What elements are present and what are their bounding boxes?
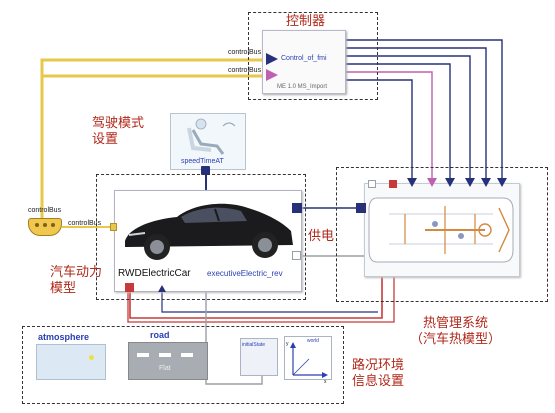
world-title: world: [307, 338, 319, 344]
controller-group: [248, 12, 378, 100]
initial-state-label: initialState: [242, 342, 266, 348]
vehicle-group: [96, 174, 306, 300]
thermal-port-4[interactable]: [465, 178, 475, 187]
controller-input-port-1[interactable]: [266, 53, 278, 65]
thermal-port-1[interactable]: [407, 178, 417, 187]
signal-line-1: [344, 39, 503, 182]
vehicle-port-navy[interactable]: [292, 203, 302, 213]
bus-connector[interactable]: [28, 218, 62, 236]
signal-line-3: [344, 55, 471, 182]
world-block[interactable]: world y x: [284, 336, 332, 385]
vehicle-variant-label: executiveElectric_rev: [207, 269, 283, 278]
atmosphere-title: atmosphere: [38, 332, 90, 342]
thermal-block[interactable]: [364, 183, 520, 277]
controller-label: 控制器: [286, 14, 326, 29]
control-bus-label-1: controlBus: [228, 49, 262, 56]
grey-wire-bottom: [205, 290, 263, 385]
atmosphere-block[interactable]: [36, 344, 106, 380]
vehicle-name-label: RWDElectricCar: [118, 268, 191, 279]
vehicle-port-navy-bottom[interactable]: [158, 285, 166, 292]
control-bus-wire: [40, 58, 262, 218]
driver-output-port[interactable]: [201, 166, 210, 175]
road-env-group: [22, 326, 344, 404]
thermal-label: 热管理系统 （汽车热模型）: [410, 316, 502, 347]
road-env-label: 路况环境 信息设置: [352, 358, 405, 389]
world-axes-icon: [290, 342, 328, 378]
driver-block-name: speedTimeAT: [181, 158, 224, 165]
signal-line-5: [344, 71, 433, 182]
driver-seat-icon: [187, 118, 236, 155]
road-block[interactable]: Flat: [128, 342, 208, 380]
bus-connector-right-label: controlBus: [68, 220, 102, 227]
bus-connector-label: controlBus: [28, 207, 62, 214]
controller-block-name: Control_of_fmi: [281, 55, 327, 62]
thermal-port-2[interactable]: [427, 178, 437, 187]
thermal-port-navy[interactable]: [356, 203, 366, 213]
thermal-port-3[interactable]: [445, 178, 455, 187]
vehicle-port-red[interactable]: [125, 283, 134, 292]
control-bus-label-2: controlBus: [228, 67, 262, 74]
controller-block-sub: ME 1.0 MS_Import: [277, 84, 328, 90]
vehicle-port-grey[interactable]: [292, 251, 301, 260]
thermal-group: [336, 167, 548, 302]
vehicle-port-bus[interactable]: [110, 223, 117, 231]
vehicle-model-label: 汽车动力 模型: [50, 265, 103, 296]
driving-mode-label: 驾驶模式 设置: [92, 116, 145, 147]
world-x-label: x: [324, 379, 327, 385]
thermal-port-5[interactable]: [481, 178, 491, 187]
signal-line-2: [344, 47, 487, 182]
initial-state-block[interactable]: initialState: [240, 338, 278, 376]
thermal-port-6[interactable]: [497, 178, 507, 187]
road-title: road: [150, 330, 170, 340]
electric-car-icon: [125, 203, 293, 260]
power-supply-label: 供电: [308, 229, 335, 244]
vehicle-block[interactable]: executiveElectric_rev: [114, 190, 302, 292]
thermal-port-red[interactable]: [389, 180, 397, 188]
thermal-port-grey[interactable]: [368, 180, 376, 188]
controller-input-port-2[interactable]: [266, 69, 278, 81]
navy-wire-bottom: [161, 290, 378, 313]
thermal-car-schematic: [368, 197, 514, 263]
signal-line-4: [344, 63, 451, 182]
road-sub-label: Flat: [159, 365, 171, 372]
signal-line-6: [344, 79, 413, 182]
driver-block[interactable]: speedTimeAT: [170, 113, 246, 170]
world-y-label: y: [286, 341, 289, 347]
